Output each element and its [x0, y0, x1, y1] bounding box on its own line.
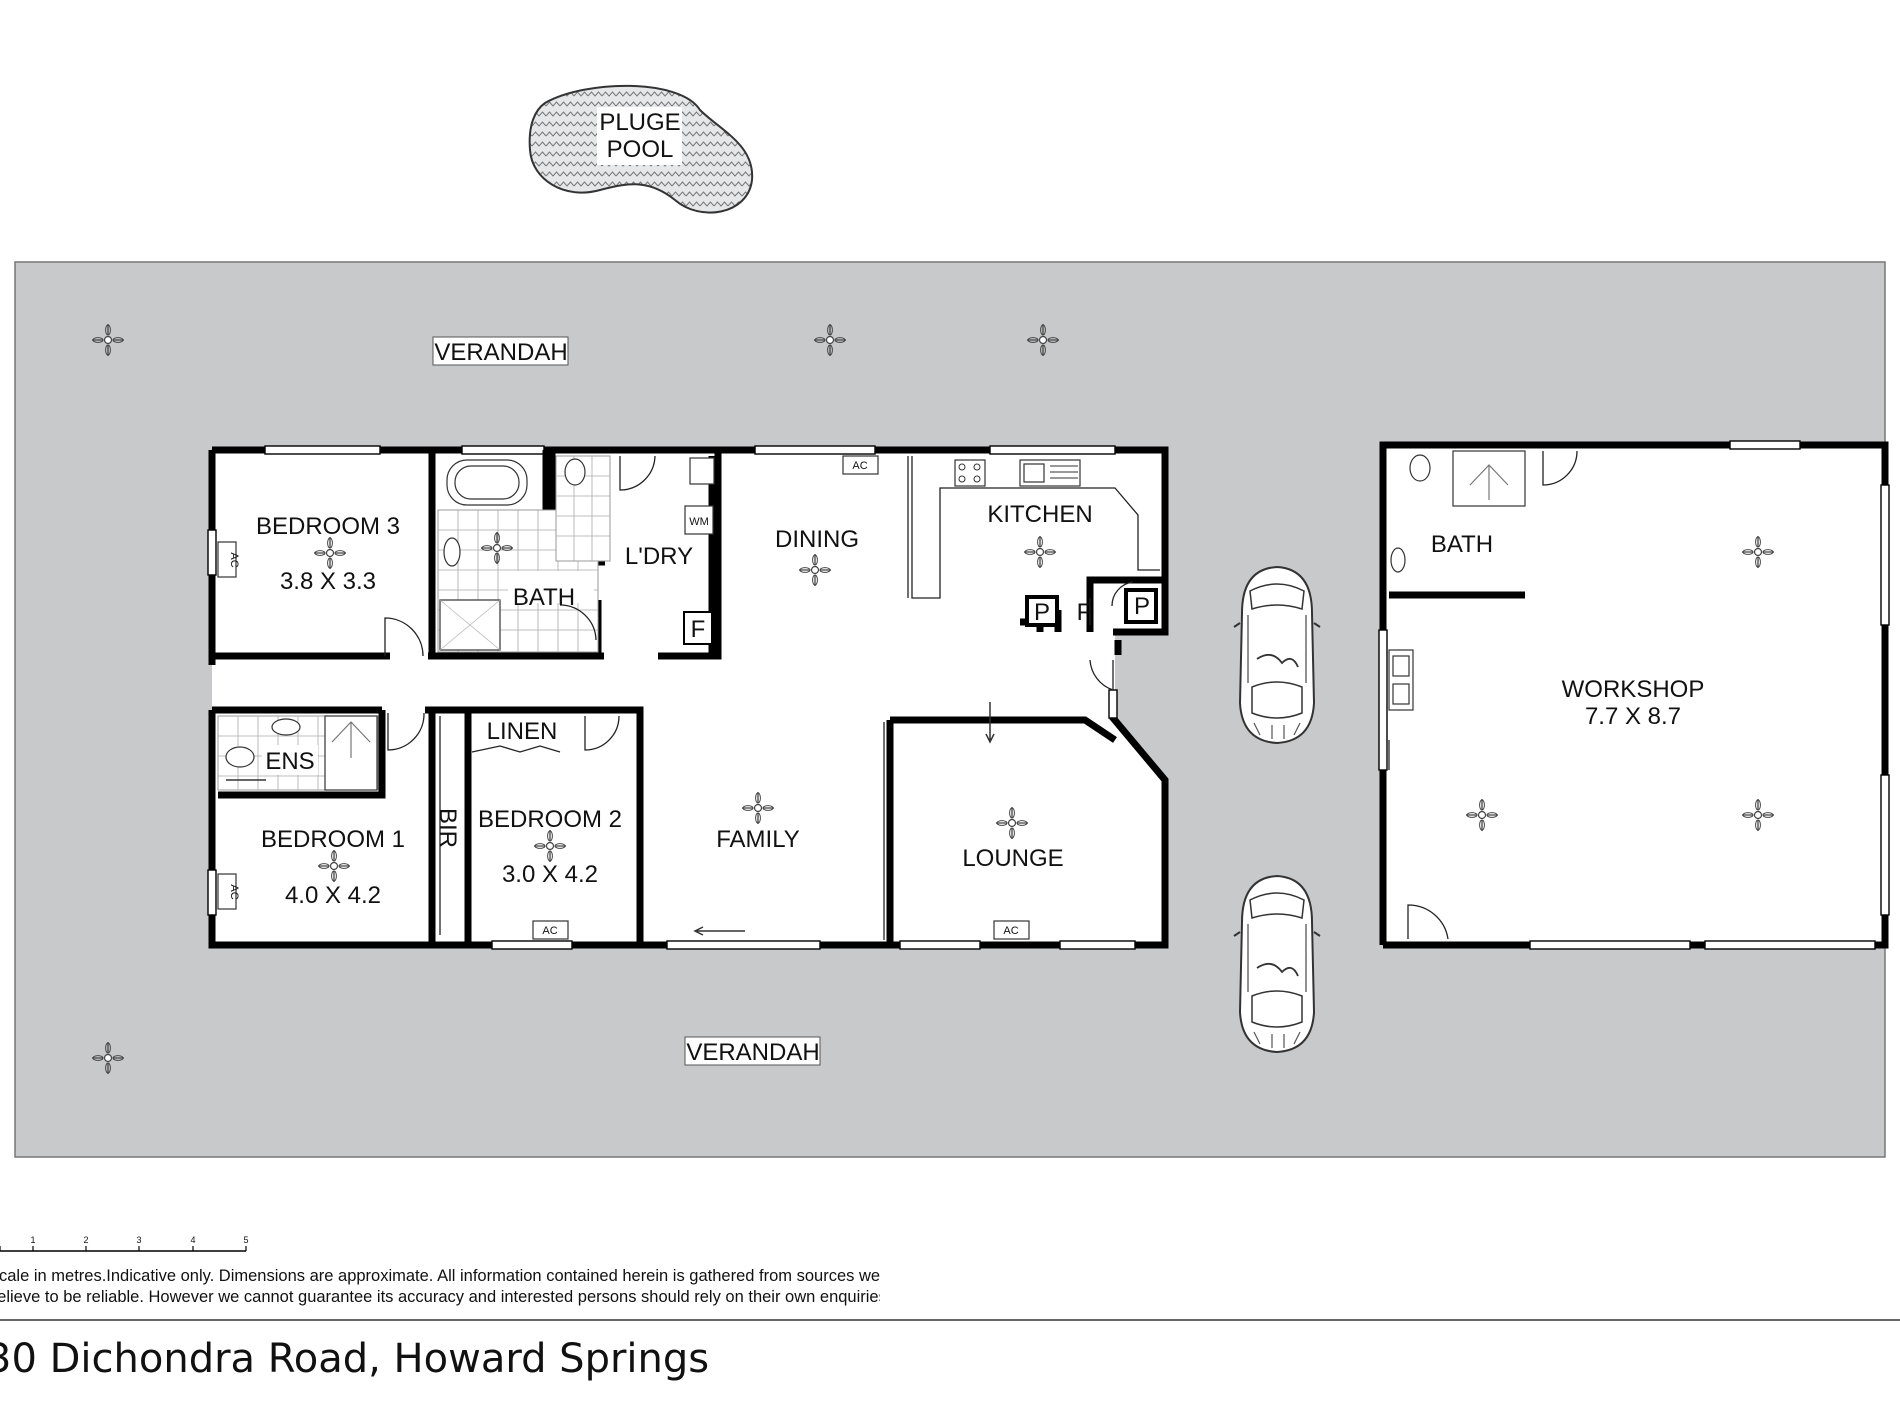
- verandah-top-label: VERANDAH: [434, 339, 567, 366]
- property-address: 30 Dichondra Road, Howard Springs: [0, 1336, 900, 1382]
- pool-label-line2: POOL: [607, 136, 674, 163]
- ac-label: AC: [228, 552, 240, 567]
- scale-tick: 3: [136, 1235, 141, 1245]
- laundry-tub-icon: [689, 457, 715, 485]
- laundry-label: L'DRY: [625, 543, 693, 570]
- scale-tick: 4: [190, 1235, 195, 1245]
- bath-main-label: BATH: [513, 584, 575, 611]
- bedroom1-name: BEDROOM 1: [261, 826, 405, 853]
- bedroom1-size: 4.0 X 4.2: [285, 882, 381, 909]
- vanity-basin-icon: [443, 537, 461, 567]
- verandah-bottom-label: VERANDAH: [686, 1039, 819, 1066]
- lounge-label: LOUNGE: [962, 845, 1063, 872]
- washing-machine-icon: [684, 505, 714, 535]
- address-text: 30 Dichondra Road, Howard Springs: [0, 1336, 710, 1382]
- car-icon: [1233, 875, 1321, 1053]
- kitchen-fridge-label: F: [1077, 599, 1092, 626]
- workshop-windows: [1378, 440, 1890, 950]
- kitchen-pantry-label: P: [1034, 599, 1050, 626]
- bedroom3-door-swing: [384, 617, 424, 657]
- linen-label: LINEN: [487, 718, 558, 745]
- family-label: FAMILY: [716, 826, 800, 853]
- washing-machine-label: WM: [689, 516, 709, 528]
- ac-label: AC: [1003, 925, 1018, 937]
- scale-tick: 5: [243, 1235, 248, 1245]
- ac-label: AC: [542, 925, 557, 937]
- laundry-door-swing: [619, 455, 656, 491]
- ac-label: AC: [852, 460, 867, 472]
- dining-label: DINING: [775, 526, 859, 553]
- ensuite-basin-icon: [271, 718, 301, 736]
- disclaimer: Scale in metres.Indicative only. Dimensi…: [0, 1266, 880, 1308]
- ensuite-label: ENS: [265, 748, 314, 775]
- workshop-basin-icon: [1390, 547, 1406, 573]
- windows: [207, 445, 1136, 950]
- bir-label: BIR: [434, 808, 461, 848]
- cooktop-icon: [954, 459, 986, 487]
- disclaimer-line1: Scale in metres.Indicative only. Dimensi…: [0, 1267, 880, 1285]
- ensuite-toilet-icon: [225, 746, 255, 768]
- scale-tick: 2: [83, 1235, 88, 1245]
- ac-label: AC: [228, 884, 240, 899]
- toilet-icon: [564, 458, 586, 486]
- bedroom2-name: BEDROOM 2: [478, 806, 622, 833]
- laundry-fridge-label: F: [691, 616, 706, 643]
- bedroom3-name: BEDROOM 3: [256, 513, 400, 540]
- workshop-floor: [1383, 445, 1883, 945]
- car-icon: [1233, 566, 1321, 744]
- workshop-size: 7.7 X 8.7: [1585, 703, 1681, 730]
- pool-label-line1: PLUGE: [599, 109, 680, 136]
- workshop-name: WORKSHOP: [1562, 676, 1705, 703]
- linen-doors: [471, 745, 561, 753]
- bedroom2-size: 3.0 X 4.2: [502, 861, 598, 888]
- ac-units: [217, 455, 1030, 940]
- scale-tick: 1: [30, 1235, 35, 1245]
- workshop-bath-label: BATH: [1431, 531, 1493, 558]
- workshop-toilet-icon: [1409, 454, 1431, 482]
- kitchen-pantry2-label: P: [1134, 593, 1150, 620]
- kitchen-bench: [911, 456, 1160, 599]
- bedroom3-size: 3.8 X 3.3: [280, 568, 376, 595]
- kitchen-label: KITCHEN: [987, 501, 1092, 528]
- disclaimer-line2: believe to be reliable. However we canno…: [0, 1288, 880, 1306]
- scale-bar: [0, 1246, 247, 1252]
- pantry-doors: [1025, 581, 1158, 627]
